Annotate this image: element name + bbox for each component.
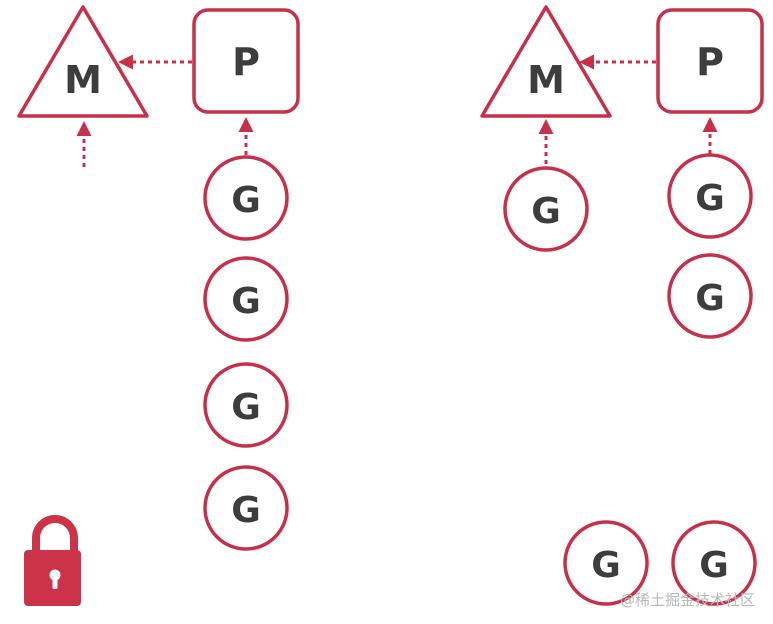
global-goroutine-2: G: [671, 520, 757, 606]
goroutine-label: G: [231, 180, 261, 221]
right-running-goroutine: G: [503, 166, 589, 252]
goroutine-label: G: [591, 545, 621, 586]
right-processor-label: P: [696, 40, 724, 84]
left-group: M P G G G G: [17, 5, 300, 606]
left-machine-triangle: [17, 5, 149, 118]
left-processor: P: [192, 8, 300, 114]
goroutine-label: G: [695, 178, 725, 219]
goroutine-label: G: [231, 490, 261, 531]
left-goroutine-1: G: [203, 155, 289, 241]
global-goroutine-1: G: [563, 520, 649, 606]
left-processor-box: [192, 8, 300, 114]
right-machine-label: M: [527, 58, 565, 102]
left-machine-label: M: [64, 58, 102, 102]
right-group: M P G G G G G: [480, 5, 764, 606]
right-machine-triangle: [480, 5, 612, 118]
goroutine-label: G: [531, 191, 561, 232]
right-machine: M: [480, 5, 612, 118]
lock-icon: [24, 515, 81, 606]
left-goroutine-4: G: [203, 465, 289, 551]
left-goroutine-2: G: [203, 256, 289, 342]
goroutine-label: G: [231, 281, 261, 322]
left-goroutine-3: G: [203, 362, 289, 448]
left-machine: M: [17, 5, 149, 118]
right-goroutine-2: G: [667, 253, 753, 339]
right-goroutine-1: G: [667, 153, 753, 239]
right-processor: P: [656, 8, 764, 114]
right-processor-box: [656, 8, 764, 114]
left-processor-label: P: [232, 40, 260, 84]
goroutine-label: G: [699, 545, 729, 586]
goroutine-label: G: [695, 278, 725, 319]
goroutine-label: G: [231, 387, 261, 428]
watermark: @稀土掘金技术社区: [619, 591, 755, 609]
